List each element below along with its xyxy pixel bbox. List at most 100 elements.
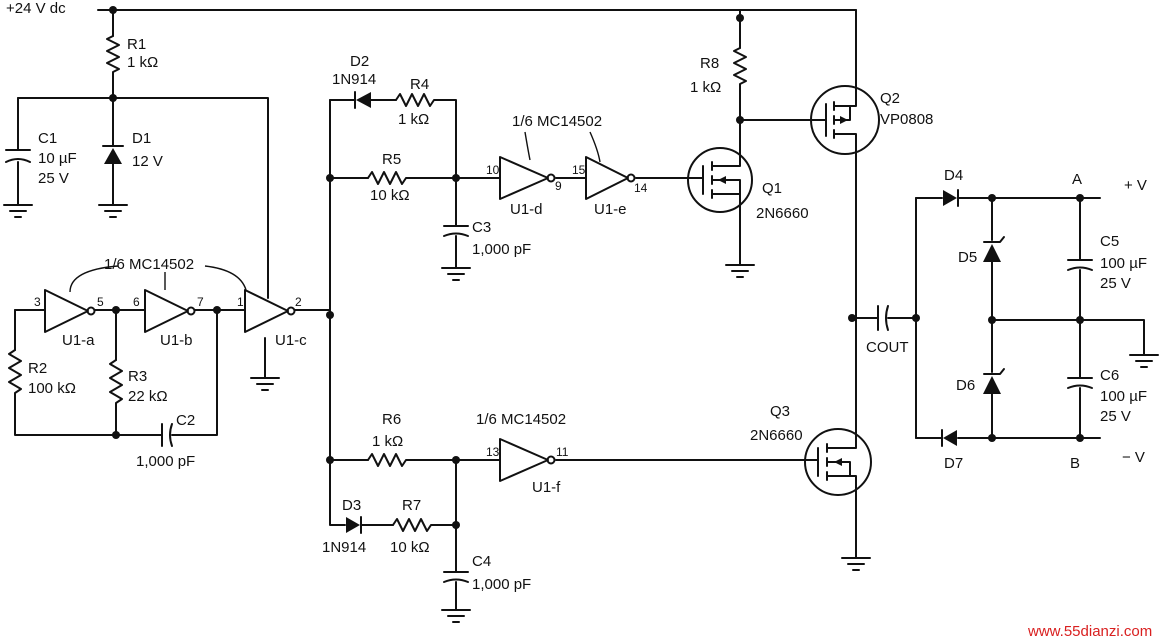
q1-value: 2N6660 <box>756 205 809 222</box>
capacitors <box>5 149 1093 583</box>
c3-ref: C3 <box>472 219 491 236</box>
c5-ref: C5 <box>1100 233 1119 250</box>
pos-output-label: + V <box>1124 177 1147 194</box>
r3-ref: R3 <box>128 368 147 385</box>
q3-ref: Q3 <box>770 403 790 420</box>
pointer-arrows <box>69 131 601 293</box>
labels: +24 V dc R1 1 kΩ C1 10 µF 25 V D1 12 V 1… <box>6 0 1152 640</box>
r6-value: 1 kΩ <box>372 433 403 450</box>
mosfet-q1 <box>687 145 753 213</box>
r4-ref: R4 <box>410 76 429 93</box>
resistor-r6 <box>367 453 415 467</box>
ground-q3 <box>841 557 871 571</box>
q1-ref: Q1 <box>762 180 782 197</box>
c3-value: 1,000 pF <box>472 241 531 258</box>
inverter-u1b <box>144 289 196 333</box>
mosfet-q3 <box>804 428 872 499</box>
inverter-u1a <box>44 289 96 333</box>
q2-ref: Q2 <box>880 90 900 107</box>
r5-ref: R5 <box>382 151 401 168</box>
c4-ref: C4 <box>472 553 491 570</box>
inverter-u1e <box>585 156 636 200</box>
resistor-r7 <box>392 518 438 532</box>
capacitor-cout <box>877 305 889 331</box>
capacitor-c1 <box>5 149 31 163</box>
u1c-label: U1-c <box>275 332 307 349</box>
c1-rating: 25 V <box>38 170 69 187</box>
neg-output-label: − V <box>1122 449 1145 466</box>
ground-u1c <box>250 377 280 391</box>
diode-d7 <box>941 429 957 447</box>
watermark: www.55dianzi.com <box>1027 623 1152 640</box>
c1-value: 10 µF <box>38 150 77 167</box>
q2-value: VP0808 <box>880 111 933 128</box>
d2-ref: D2 <box>350 53 369 70</box>
pin-u1e-in: 15 <box>572 163 586 177</box>
d2-value: 1N914 <box>332 71 376 88</box>
ic-part-label-mid: 1/6 MC14502 <box>512 113 602 130</box>
d3-ref: D3 <box>342 497 361 514</box>
zener-diode-d6 <box>983 368 1005 394</box>
resistor-r3 <box>109 359 123 411</box>
r3-value: 22 kΩ <box>128 388 168 405</box>
r7-ref: R7 <box>402 497 421 514</box>
r6-ref: R6 <box>382 411 401 428</box>
inverter-u1f <box>499 438 556 482</box>
resistors <box>8 35 747 532</box>
c1-ref: C1 <box>38 130 57 147</box>
u1b-label: U1-b <box>160 332 193 349</box>
d1-value: 12 V <box>132 153 163 170</box>
pin-u1f-out: 11 <box>556 445 569 459</box>
pin-u1d-out: 9 <box>555 179 562 193</box>
grounds <box>3 204 1159 623</box>
d1-ref: D1 <box>132 130 151 147</box>
ground-d1 <box>98 204 128 218</box>
c6-value: 100 µF <box>1100 388 1147 405</box>
node-a-label: A <box>1072 171 1082 188</box>
pin-u1c-in: 1 <box>237 295 244 309</box>
r8-value: 1 kΩ <box>690 79 721 96</box>
c5-rating: 25 V <box>1100 275 1131 292</box>
r1-value: 1 kΩ <box>127 54 158 71</box>
c2-value: 1,000 pF <box>136 453 195 470</box>
pin-u1e-out: 14 <box>634 181 648 195</box>
diodes <box>102 91 1005 534</box>
c4-value: 1,000 pF <box>472 576 531 593</box>
ic-part-label-bottom: 1/6 MC14502 <box>476 411 566 428</box>
mosfet-q2 <box>810 85 880 155</box>
u1f-label: U1-f <box>532 479 561 496</box>
u1a-label: U1-a <box>62 332 95 349</box>
pin-u1f-in: 13 <box>486 445 500 459</box>
d4-ref: D4 <box>944 167 963 184</box>
r2-value: 100 kΩ <box>28 380 76 397</box>
c6-rating: 25 V <box>1100 408 1131 425</box>
resistor-r2 <box>8 349 22 401</box>
d7-ref: D7 <box>944 455 963 472</box>
ic-part-label-left: 1/6 MC14502 <box>104 256 194 273</box>
r5-value: 10 kΩ <box>370 187 410 204</box>
pin-u1b-out: 7 <box>197 295 204 309</box>
ground-out <box>1129 354 1159 368</box>
c2-ref: C2 <box>176 412 195 429</box>
junctions <box>109 6 1084 529</box>
inverter-u1d <box>499 156 556 200</box>
capacitor-c2 <box>161 423 173 447</box>
resistor-r1 <box>106 35 120 77</box>
q3-value: 2N6660 <box>750 427 803 444</box>
r8-ref: R8 <box>700 55 719 72</box>
zener-diode-d5 <box>983 236 1005 262</box>
resistor-r8 <box>733 47 747 99</box>
resistor-r4 <box>395 93 443 107</box>
pin-u1d-in: 10 <box>486 163 500 177</box>
c5-value: 100 µF <box>1100 255 1147 272</box>
capacitor-c4 <box>443 571 469 583</box>
zener-diode-d1 <box>102 145 124 164</box>
capacitor-c3 <box>443 225 469 237</box>
pin-u1c-out: 2 <box>295 295 302 309</box>
diode-d3 <box>346 516 362 534</box>
ground-c3 <box>441 267 471 281</box>
diode-d4 <box>943 189 959 207</box>
ground-c1 <box>3 204 33 218</box>
u1e-label: U1-e <box>594 201 627 218</box>
d3-value: 1N914 <box>322 539 366 556</box>
